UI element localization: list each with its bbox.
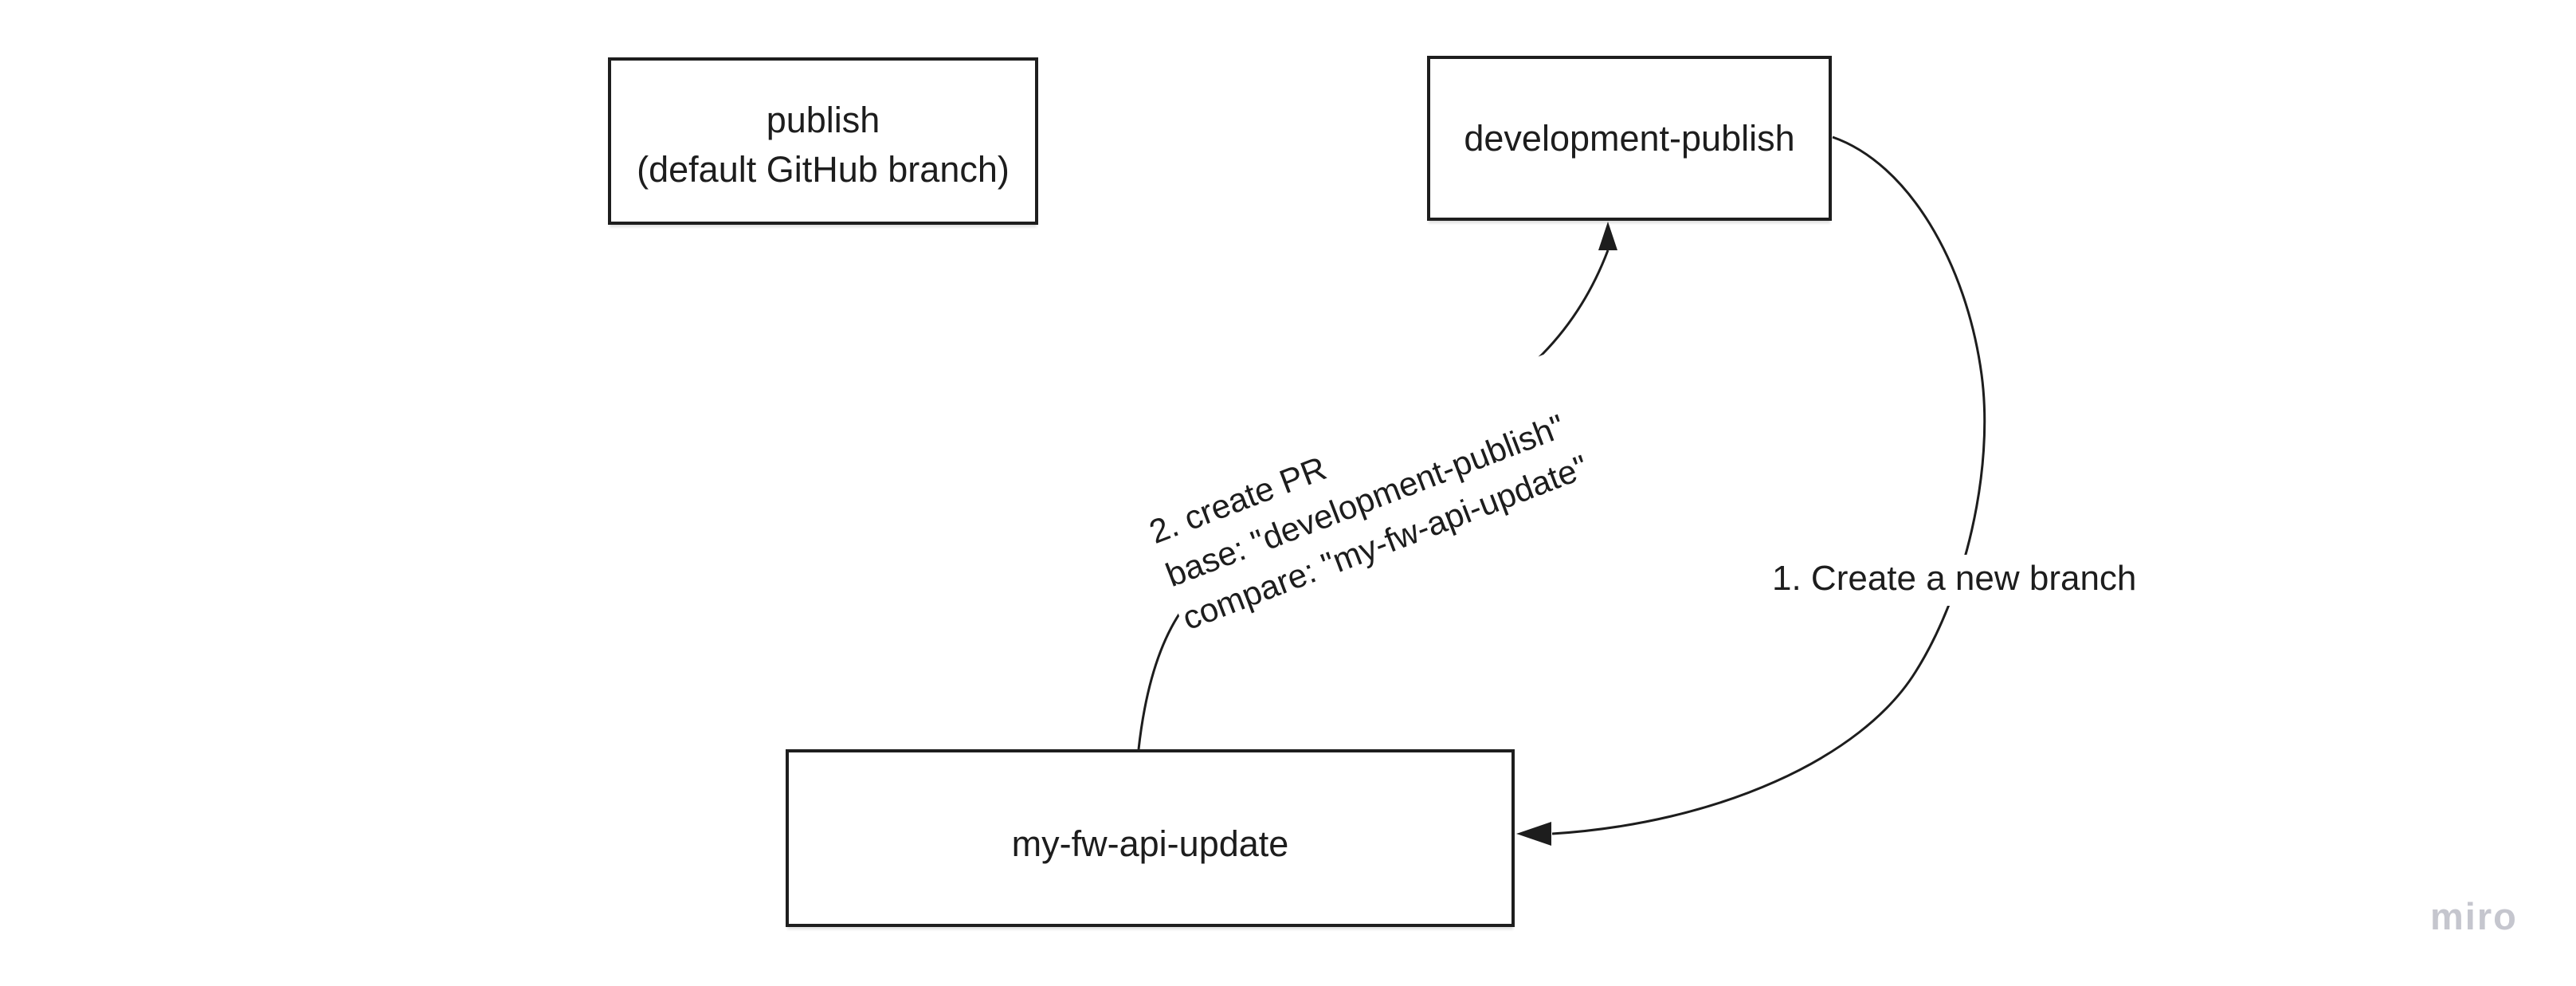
node-development-publish-label: development-publish [1464,117,1795,159]
arrowhead-left-icon [1516,822,1551,846]
miro-watermark: miro [2430,895,2518,937]
node-my-fw-api-update[interactable]: my-fw-api-update [786,749,1515,927]
arrowhead-up-icon [1598,222,1617,250]
node-development-publish[interactable]: development-publish [1427,56,1832,221]
connector-label-create-branch[interactable]: 1. Create a new branch [1761,555,2148,606]
node-publish-label-line2: (default GitHub branch) [637,149,1010,190]
node-my-fw-api-update-label: my-fw-api-update [1011,823,1289,864]
node-publish-label-line1: publish [766,100,880,140]
node-publish[interactable]: publish (default GitHub branch) [608,57,1038,225]
